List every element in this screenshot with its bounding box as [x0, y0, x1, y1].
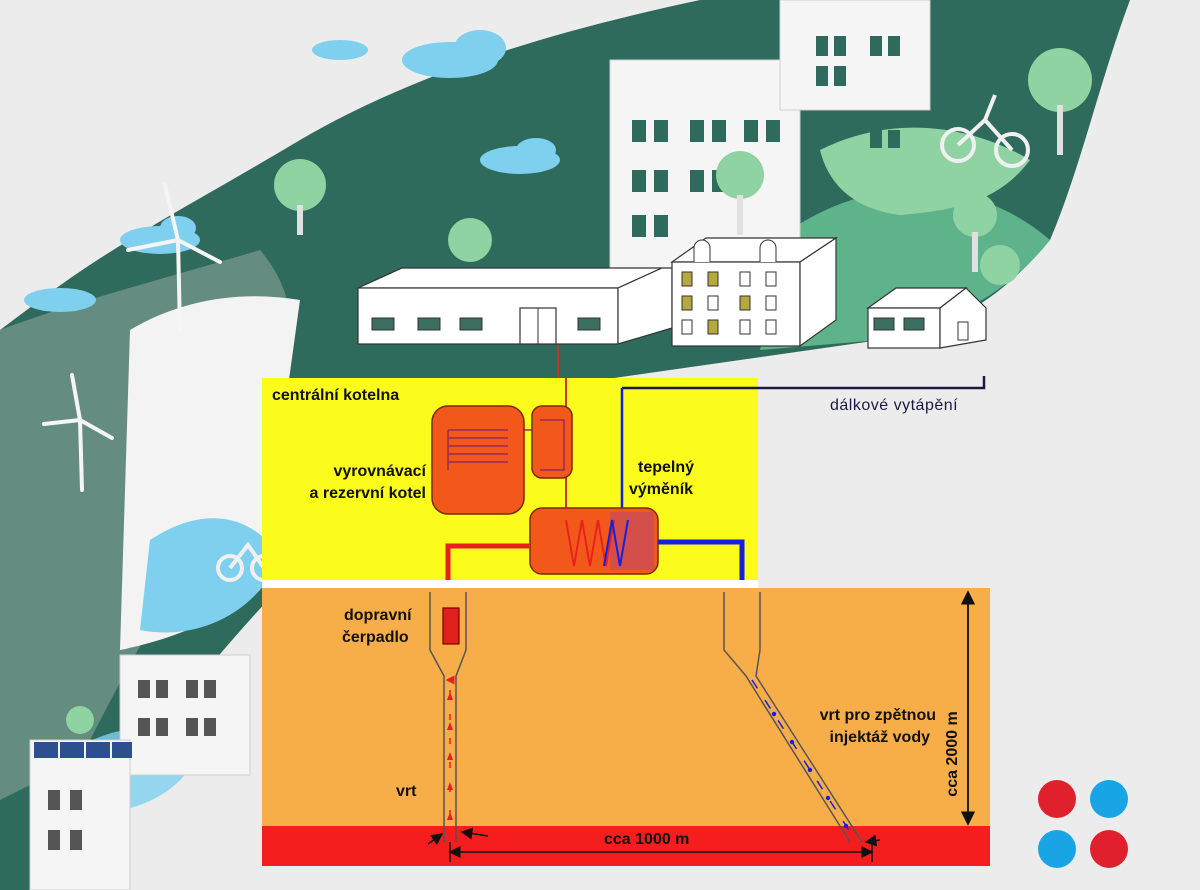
solar-panels — [34, 742, 132, 758]
cyclist-icon — [216, 94, 1030, 582]
injection-well — [723, 592, 863, 843]
clouds — [24, 30, 560, 312]
reserve-boiler-label-line2: a rezervní kotel — [309, 485, 427, 502]
manor-building — [670, 236, 838, 348]
bg-building-lower-left — [29, 654, 251, 890]
distance-dimension — [427, 827, 881, 862]
district-heating-line — [622, 376, 986, 390]
injection-well-label-line2: injektáž vody — [829, 729, 930, 746]
reserve-tank — [431, 405, 525, 515]
injection-well-label-line1: vrt pro zpětnou — [819, 707, 936, 724]
small-house — [866, 287, 987, 349]
logo-dot-red — [1038, 780, 1076, 818]
heat-exchanger-label-line1: tepelný — [638, 459, 695, 476]
wind-turbines — [42, 183, 222, 492]
reserve-boiler-label-line1: vyrovnávací — [333, 463, 426, 480]
bg-windows-lower — [48, 680, 216, 850]
boiler-unit — [531, 405, 573, 479]
logo-dot-red — [1090, 830, 1128, 868]
production-well — [429, 592, 467, 842]
boiler-room-label: centrální kotelna — [272, 387, 400, 404]
pump-label-line1: dopravní — [344, 607, 412, 624]
logo-dot-blue — [1038, 830, 1076, 868]
heat-exchanger-label-line2: výměník — [629, 481, 694, 498]
pump-label-line2: čerpadlo — [342, 629, 409, 646]
long-building — [357, 267, 673, 345]
trees — [66, 48, 1092, 734]
distance-label: cca 1000 m — [604, 831, 690, 848]
logo-dot-blue — [1090, 780, 1128, 818]
heat-exchanger — [529, 507, 659, 575]
ground-layer — [262, 588, 990, 826]
depth-label: cca 2000 m — [944, 711, 961, 797]
district-heating-label: dálkové vytápění — [830, 397, 959, 414]
well-label: vrt — [396, 783, 417, 800]
